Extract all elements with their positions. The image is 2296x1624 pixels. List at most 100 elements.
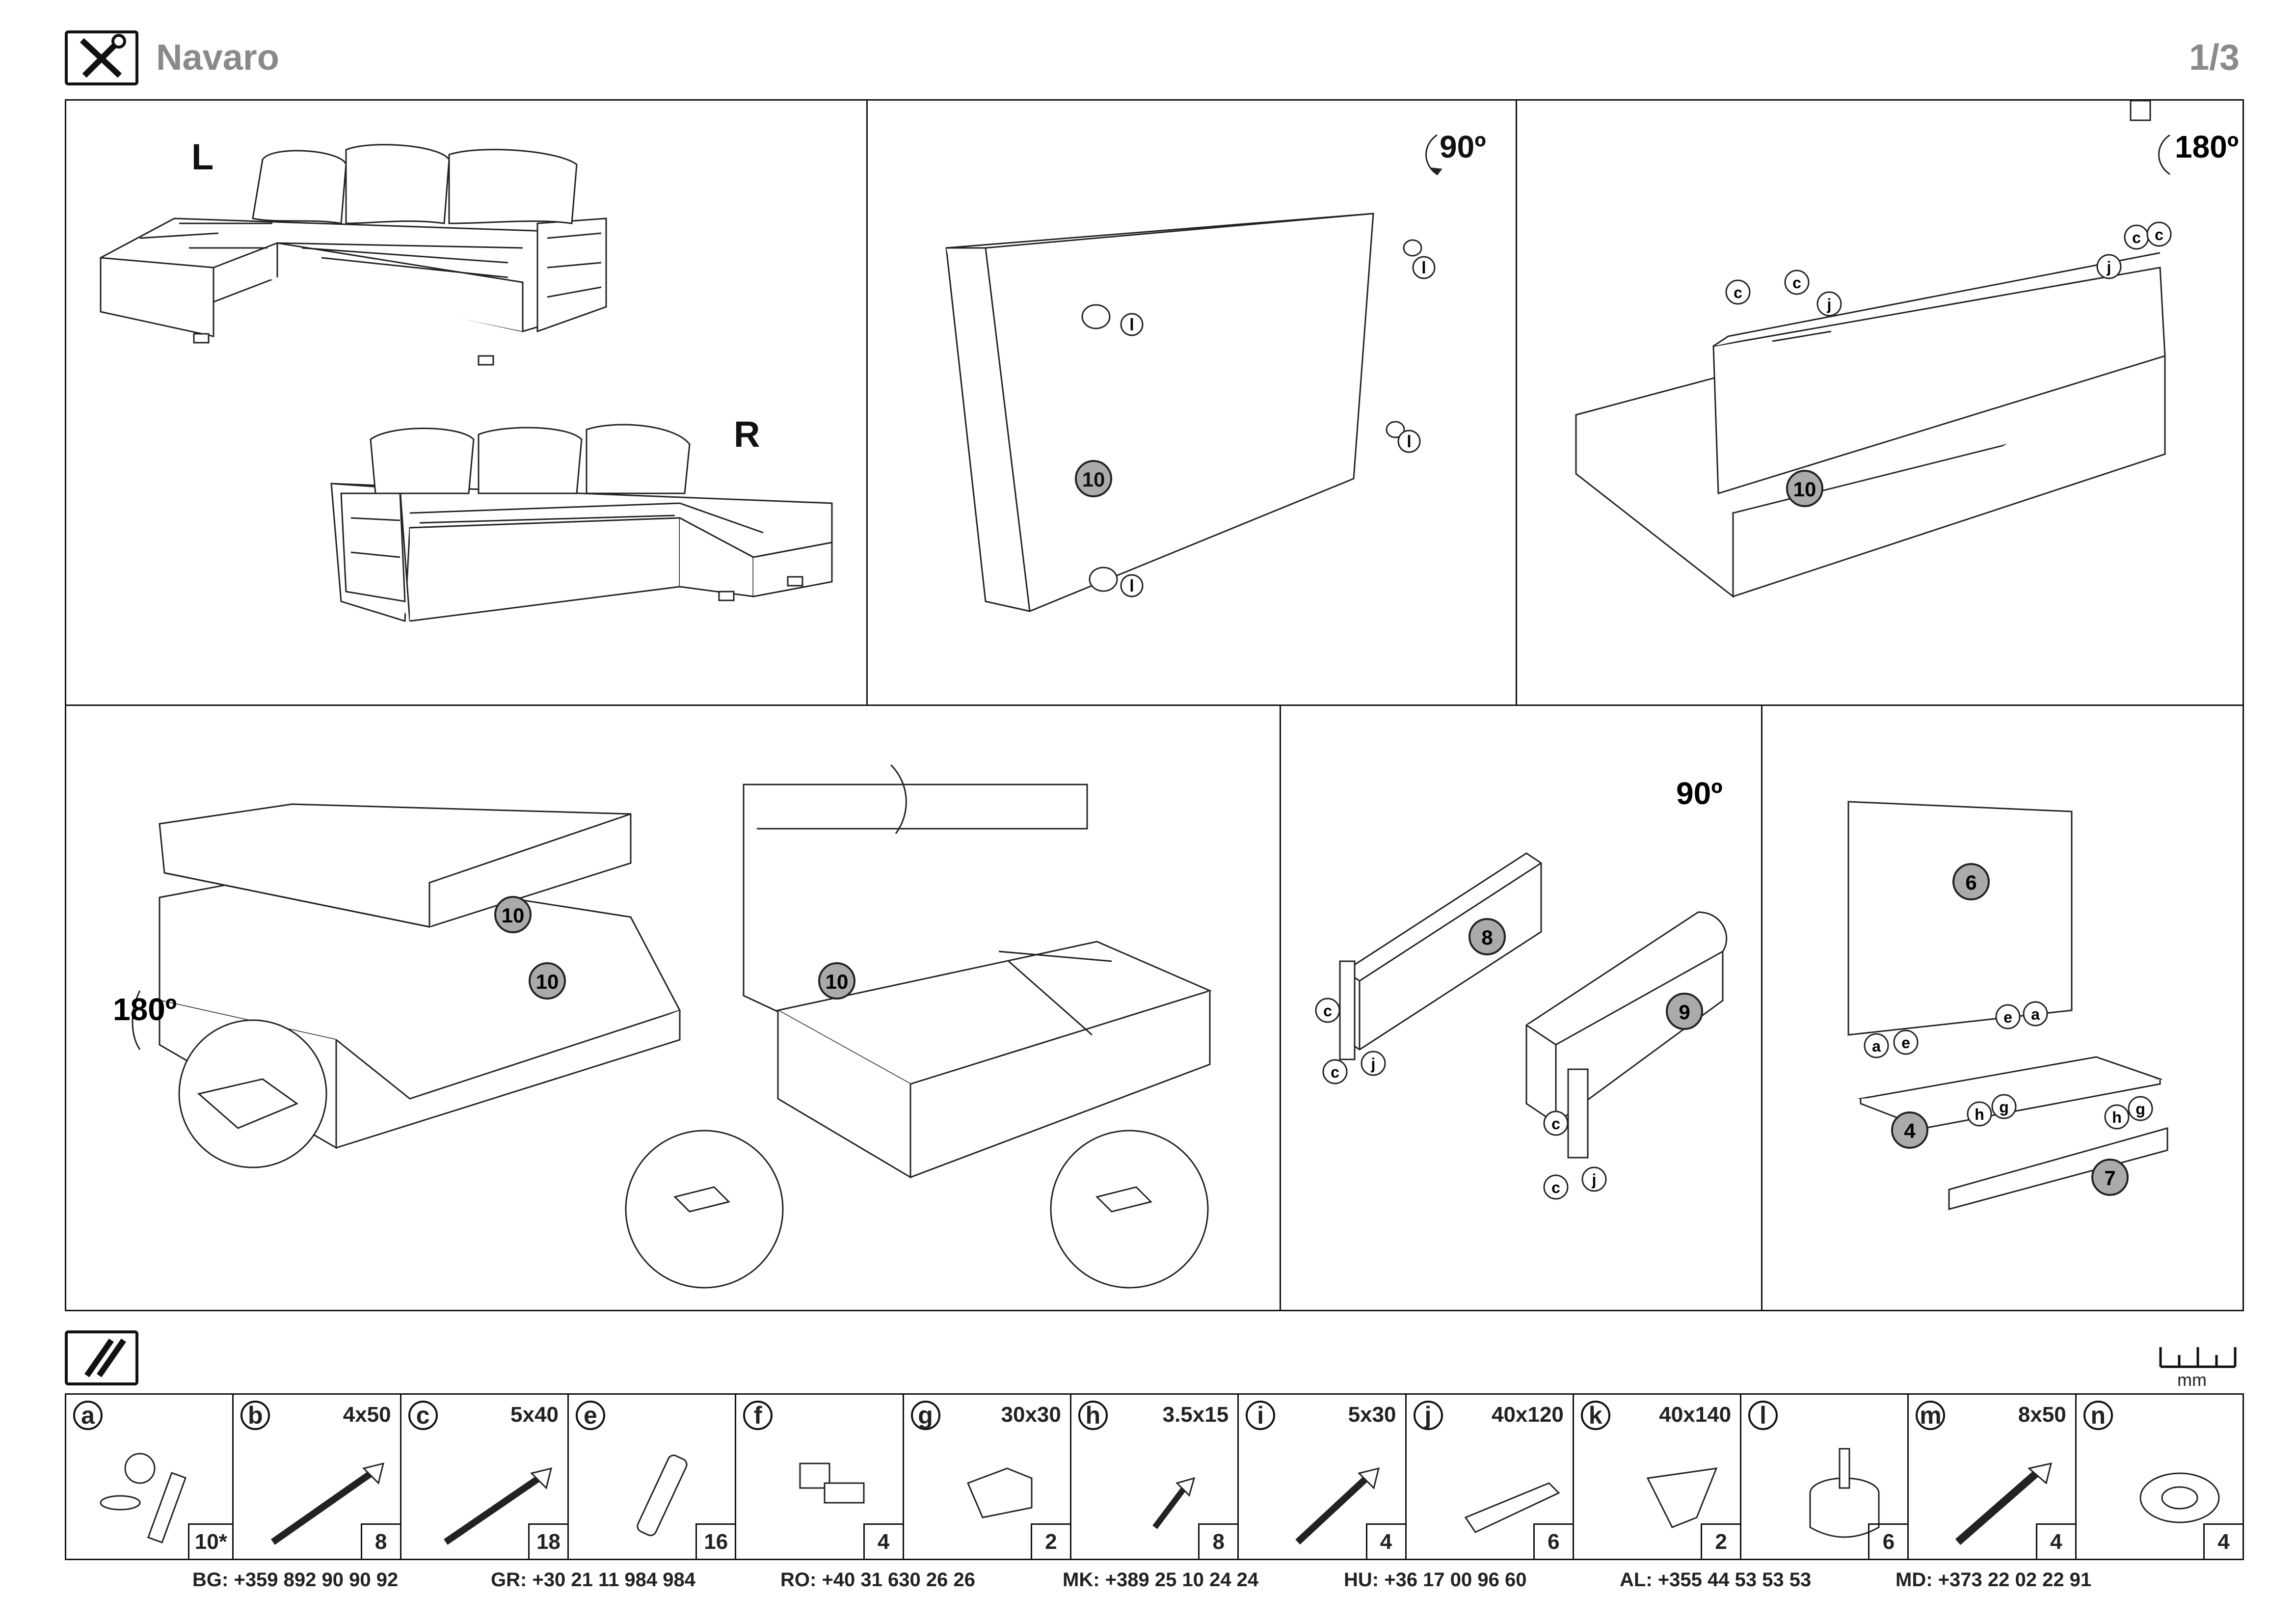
part-j-hardware-icon bbox=[1464, 1482, 1560, 1533]
callout-c: c bbox=[1331, 1063, 1339, 1081]
part-cell-c: c 5x40 18 bbox=[401, 1395, 569, 1559]
screwdriver-icon bbox=[65, 1330, 138, 1385]
part-i-hardware-icon bbox=[1295, 1467, 1380, 1545]
callout-part-7: 7 bbox=[2104, 1166, 2115, 1190]
callout-j: j bbox=[1371, 1055, 1376, 1073]
callout-part-10: 10 bbox=[1082, 468, 1105, 491]
country-code: BG: bbox=[192, 1569, 229, 1591]
callout-part-8: 8 bbox=[1481, 926, 1493, 949]
contact-phone: AL: +355 44 53 53 53 bbox=[1620, 1569, 1811, 1591]
callout-part-10: 10 bbox=[1793, 478, 1816, 501]
callout-part-10: 10 bbox=[536, 970, 559, 993]
rotate-180-label: 180º bbox=[2175, 129, 2239, 164]
contact-phone: BG: +359 892 90 90 92 bbox=[192, 1569, 398, 1591]
callout-a: a bbox=[1872, 1037, 1881, 1055]
phone-number: +355 44 53 53 53 bbox=[1657, 1569, 1812, 1591]
country-code: RO: bbox=[780, 1569, 817, 1591]
part-letter: l bbox=[1748, 1401, 1778, 1430]
rotate-90-label: 90º bbox=[1440, 129, 1486, 164]
part-f-hardware-icon bbox=[799, 1462, 865, 1504]
part-letter: j bbox=[1413, 1401, 1443, 1430]
part-cell-h: h 3.5x15 8 bbox=[1071, 1395, 1239, 1559]
part-size: 3.5x15 bbox=[1162, 1403, 1229, 1427]
part-letter: i bbox=[1246, 1401, 1276, 1430]
callout-h: h bbox=[1975, 1106, 1984, 1123]
panel-sofa-variants: L R bbox=[65, 99, 868, 706]
country-code: MD: bbox=[1896, 1569, 1933, 1591]
phone-number: +40 31 630 26 26 bbox=[822, 1569, 975, 1591]
part-quantity: 4 bbox=[2035, 1523, 2075, 1559]
part-k-hardware-icon bbox=[1646, 1467, 1718, 1528]
product-title: Navaro bbox=[156, 37, 279, 78]
part-cell-g: g 30x30 2 bbox=[904, 1395, 1071, 1559]
part-letter: h bbox=[1078, 1401, 1108, 1430]
label-left: L bbox=[191, 136, 214, 177]
country-code: MK: bbox=[1063, 1569, 1100, 1591]
tools-icon bbox=[65, 30, 138, 85]
part-size: 8x50 bbox=[2018, 1403, 2066, 1427]
part-b-hardware-icon bbox=[271, 1462, 385, 1545]
part-size: 5x40 bbox=[510, 1403, 559, 1427]
callout-part-4: 4 bbox=[1904, 1119, 1916, 1142]
callout-g: g bbox=[1999, 1098, 2009, 1116]
armrests-drawing: 8 9 90º c c j c c j bbox=[1315, 776, 1728, 1200]
callout-c: c bbox=[2132, 229, 2141, 246]
part-letter: b bbox=[240, 1401, 270, 1430]
part-n-hardware-icon bbox=[2139, 1472, 2220, 1523]
part-letter: e bbox=[575, 1401, 605, 1430]
part-quantity: 4 bbox=[1365, 1523, 1405, 1559]
phone-number: +30 21 11 984 984 bbox=[532, 1569, 696, 1591]
callout-c: c bbox=[1792, 274, 1801, 292]
callout-j: j bbox=[2107, 258, 2111, 276]
part-quantity: 8 bbox=[1198, 1523, 1238, 1559]
label-right: R bbox=[734, 414, 760, 455]
part-a-hardware-icon bbox=[100, 1453, 187, 1543]
phone-number: +359 892 90 90 92 bbox=[234, 1569, 399, 1591]
part-size: 4x50 bbox=[343, 1403, 391, 1427]
part-letter: c bbox=[408, 1401, 438, 1430]
callout-part-6: 6 bbox=[1965, 871, 1976, 894]
callout-h: h bbox=[2112, 1109, 2122, 1126]
callout-c: c bbox=[1734, 284, 1742, 301]
shelf-drawing: 6 4 7 a e e a h g h g bbox=[1847, 801, 2168, 1210]
part-quantity: 16 bbox=[695, 1523, 735, 1559]
callout-j: j bbox=[1592, 1171, 1597, 1189]
panel-backrest-feet: 10 90º l l l l bbox=[866, 99, 1517, 706]
part-letter: n bbox=[2083, 1401, 2113, 1430]
part-cell-e: e 16 bbox=[569, 1395, 737, 1559]
sofa-variants-drawing: L R bbox=[100, 136, 833, 622]
part-quantity: 4 bbox=[863, 1523, 903, 1559]
part-letter: g bbox=[910, 1401, 940, 1430]
part-size: 5x30 bbox=[1348, 1403, 1396, 1427]
part-quantity: 18 bbox=[528, 1523, 567, 1559]
part-quantity: 4 bbox=[2203, 1523, 2243, 1559]
part-quantity: 2 bbox=[1030, 1523, 1070, 1559]
country-code: HU: bbox=[1344, 1569, 1379, 1591]
part-g-hardware-icon bbox=[966, 1467, 1033, 1518]
part-quantity: 2 bbox=[1701, 1523, 1740, 1559]
callout-j: j bbox=[1827, 296, 1832, 313]
callout-e: e bbox=[2003, 1008, 2012, 1026]
country-code: AL: bbox=[1620, 1569, 1653, 1591]
callout-part-10: 10 bbox=[502, 904, 525, 927]
rotate-180-label: 180º bbox=[113, 992, 177, 1027]
part-quantity: 6 bbox=[1533, 1523, 1573, 1559]
part-size: 30x30 bbox=[1001, 1403, 1061, 1427]
callout-l: l bbox=[1129, 316, 1134, 334]
contact-phone: HU: +36 17 00 96 60 bbox=[1344, 1569, 1527, 1591]
part-m-hardware-icon bbox=[1955, 1462, 2053, 1545]
part-size: 40x120 bbox=[1491, 1403, 1564, 1427]
part-letter: f bbox=[743, 1401, 773, 1430]
callout-g: g bbox=[2136, 1100, 2145, 1118]
phone-number: +36 17 00 96 60 bbox=[1384, 1569, 1527, 1591]
callout-a: a bbox=[2031, 1005, 2040, 1023]
part-e-hardware-icon bbox=[637, 1454, 688, 1537]
callout-part-10: 10 bbox=[826, 970, 849, 993]
